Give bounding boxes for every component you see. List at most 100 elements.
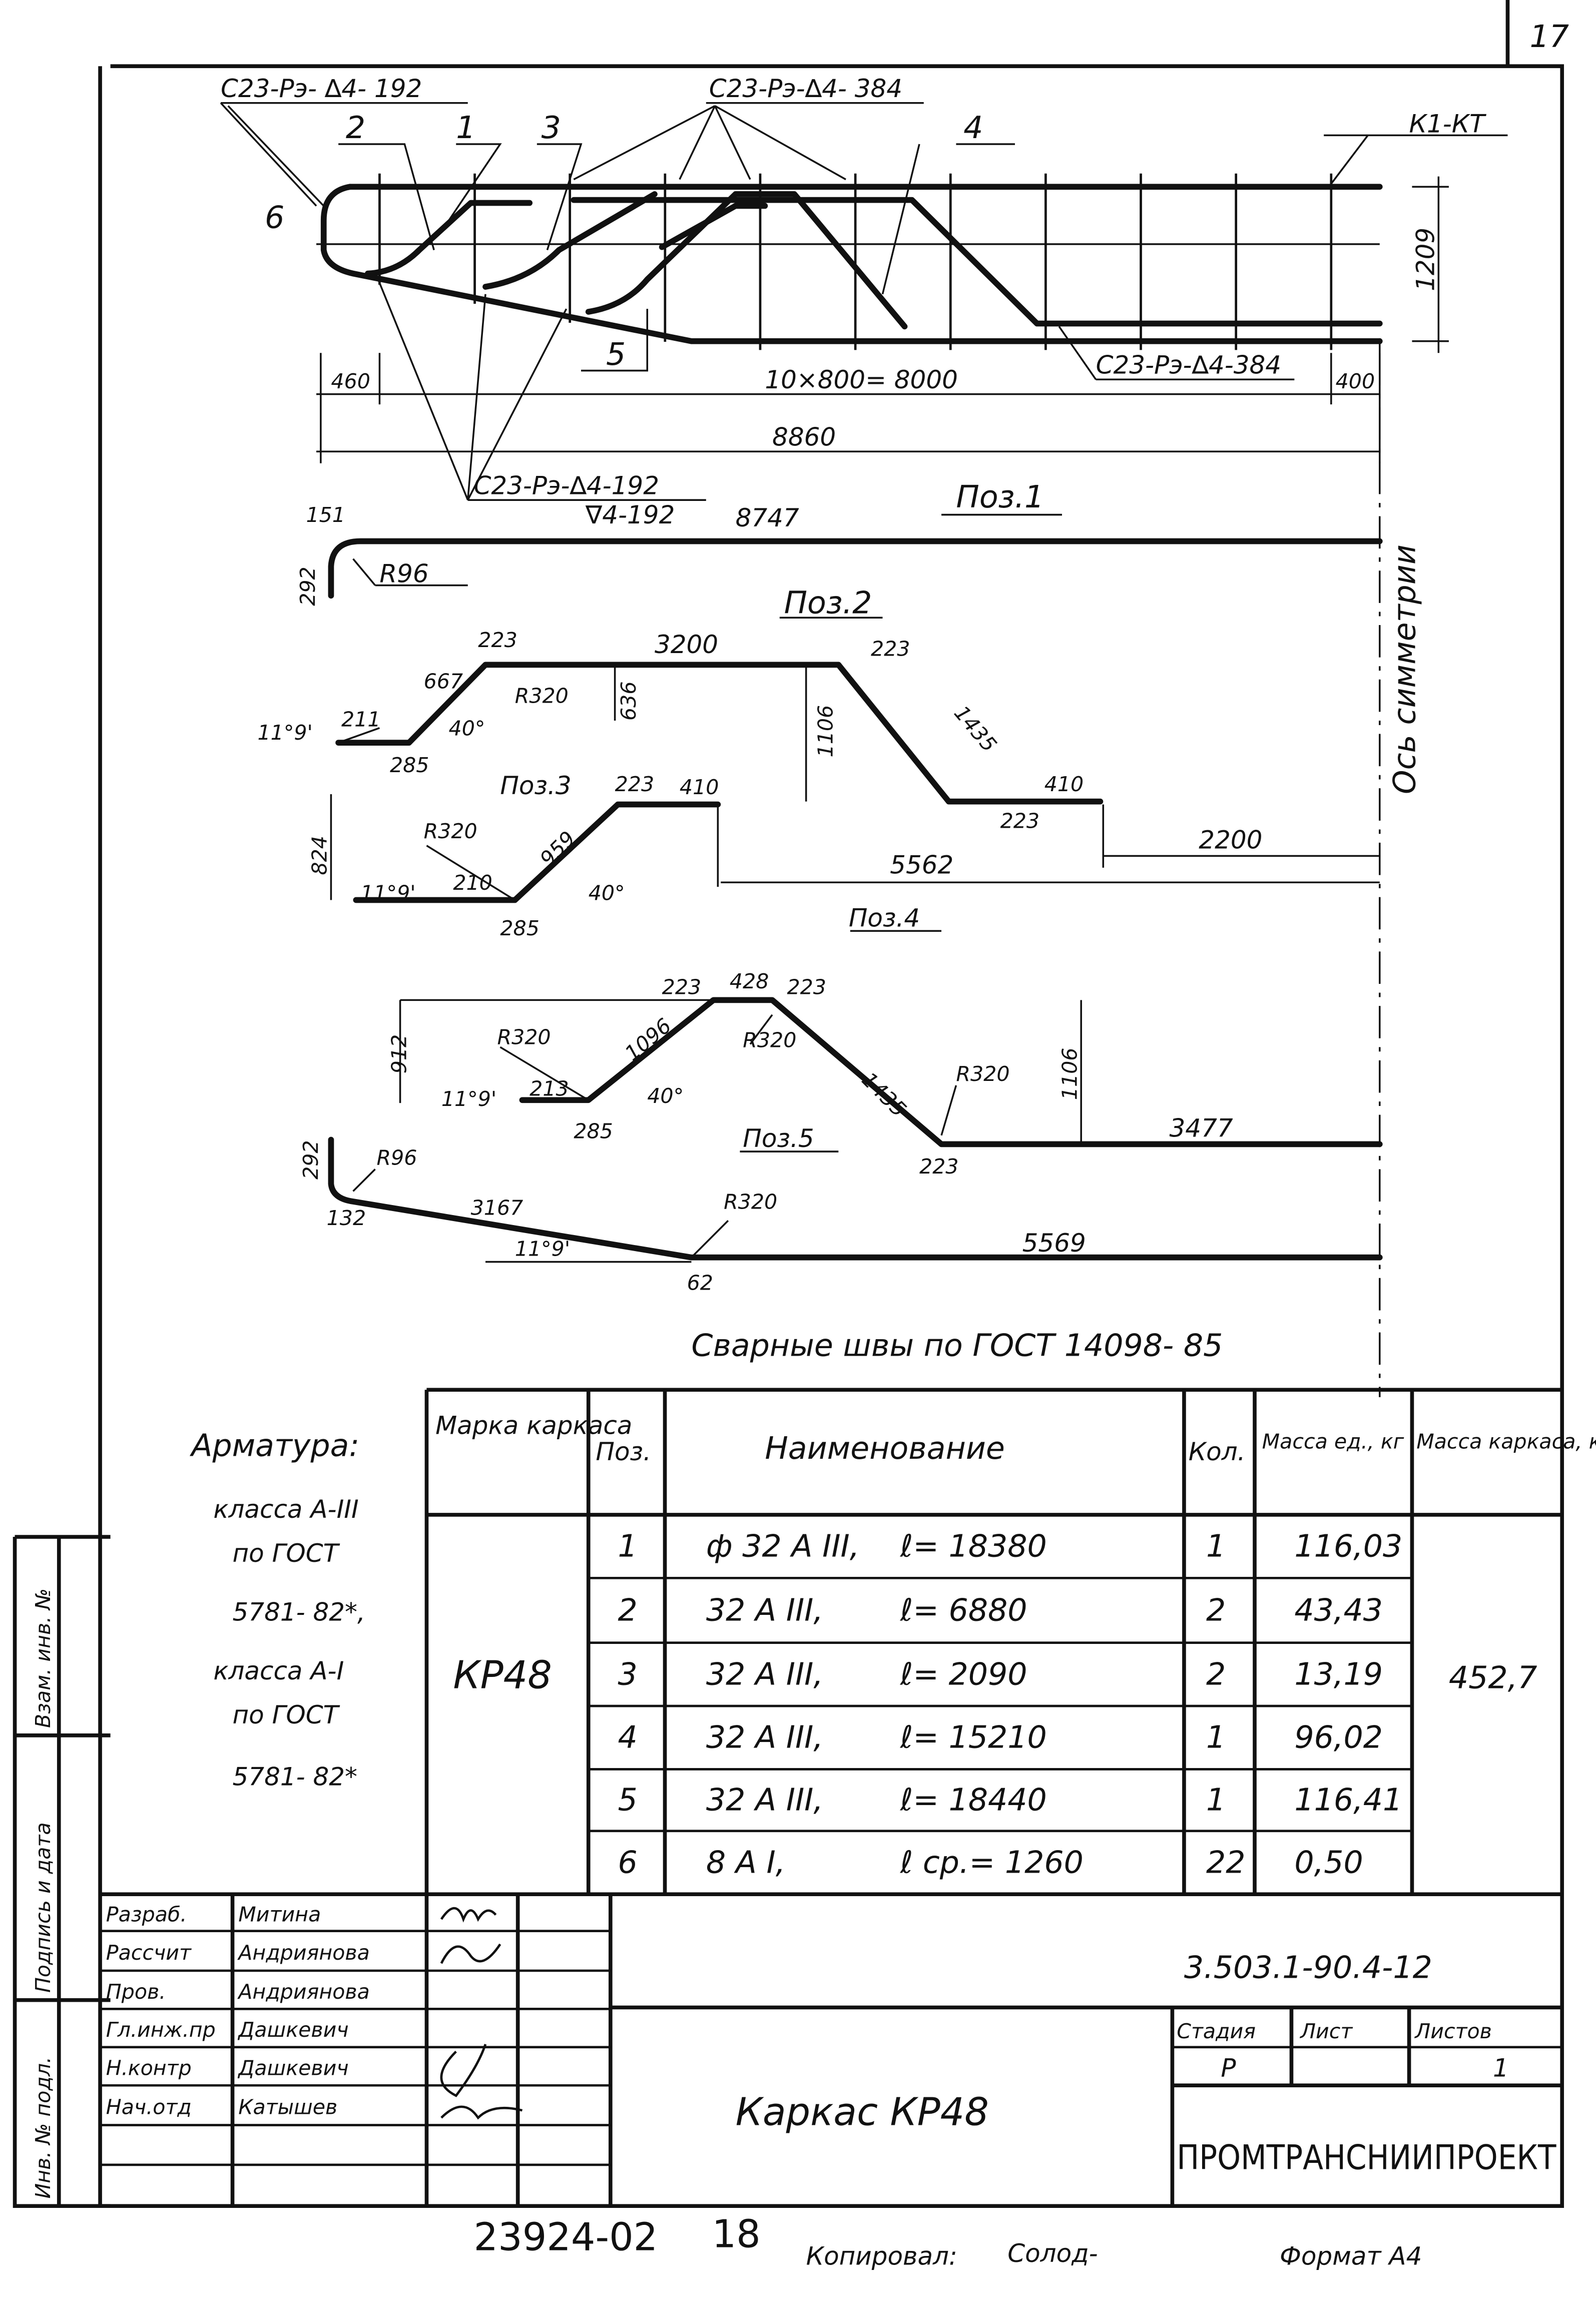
person-name: Андриянова	[237, 1980, 370, 2004]
pos-4-angle-40: 40°	[647, 1084, 684, 1108]
row-qty: 2	[1206, 1592, 1226, 1628]
pos-2-dim-223c: 223	[1000, 809, 1039, 833]
row-diameter: 8 А I,	[706, 1845, 786, 1881]
pos-4-dim-428: 428	[730, 969, 769, 993]
role-label: Н.контр	[106, 2056, 192, 2080]
row-length: ℓ= 18440	[900, 1782, 1047, 1818]
row-qty: 1	[1206, 1719, 1226, 1756]
row-pos: 3	[618, 1656, 638, 1692]
row-diameter: 32 А III,	[706, 1782, 823, 1818]
pos-3-dim-5562: 5562	[890, 851, 953, 880]
pos-2-dim-3200: 3200	[655, 630, 718, 659]
dim-460: 460	[331, 369, 370, 393]
weld-note: Сварные швы по ГОСТ 14098- 85	[691, 1328, 1223, 1364]
header-name: Наименование	[765, 1430, 1005, 1466]
row-pos: 1	[618, 1528, 638, 1564]
pos-4-angle: 11°9'	[441, 1087, 496, 1111]
pos-5-dim-132: 132	[327, 1206, 366, 1230]
material-note-line: по ГОСТ	[233, 1539, 340, 1568]
weld-callout-top-left: С23-Рэ- ∆4- 192	[221, 74, 422, 103]
person-name: Митина	[238, 1903, 321, 1927]
role-label: Нач.отд	[106, 2095, 192, 2119]
side-label-replace-inv: Взам. инв. №	[31, 1588, 55, 1728]
doc-code: 3.503.1-90.4-12	[1184, 1950, 1432, 1986]
sheet-footer: 23924-02 18 Копировал: Солод- Формат А4	[473, 2212, 1422, 2270]
pos-3-dim-2200: 2200	[1199, 826, 1262, 855]
pos-mark-2: 2	[346, 110, 365, 146]
row-unit-mass: 13,19	[1294, 1656, 1383, 1692]
dim-spacing: 10×800= 8000	[765, 365, 958, 394]
pos-3-angle-40: 40°	[589, 881, 625, 905]
pos-3-dim-824: 824	[308, 836, 332, 875]
pos-1-title: Поз.1	[956, 479, 1044, 515]
sheets-label: Листов	[1414, 2019, 1492, 2043]
row-diameter: 32 А III,	[706, 1719, 823, 1756]
stage-value: Р	[1221, 2054, 1236, 2083]
header-unit-mass: Масса ед., кг	[1262, 1430, 1404, 1454]
stirrups	[378, 173, 1333, 350]
row-qty: 1	[1206, 1528, 1226, 1564]
person-name: Дашкевич	[237, 2056, 348, 2080]
pos-4-radius-a: R320	[497, 1025, 551, 1049]
material-note-line: Арматура:	[189, 1427, 359, 1463]
pos-4-dim-912: 912	[387, 1034, 411, 1074]
pos-2-title: Поз.2	[784, 585, 872, 621]
side-label-signature-date: Подпись и дата	[31, 1822, 55, 1993]
organization-name: ПРОМТРАНСНИИПРОЕКТ	[1177, 2138, 1556, 2177]
weld-callout-bottom-left: С23-Рэ-∆4-192	[473, 471, 659, 500]
pos-4-dim-223b: 223	[787, 975, 826, 999]
weld-callout-bottom-right: С23-Рэ-∆4-384	[1096, 350, 1281, 379]
material-note: Арматура: класса А-III по ГОСТ 5781- 82*…	[189, 1427, 365, 1791]
frame-mark: К1-КТ	[1409, 109, 1487, 138]
pos-4-dim-285: 285	[574, 1119, 613, 1143]
pos-3-angle: 11°9'	[360, 881, 415, 905]
archive-number: 18	[712, 2212, 761, 2256]
pos-2-dim-223b: 223	[871, 637, 910, 661]
pos-1-radius: R96	[379, 559, 428, 589]
pos-1-dim-151: 151	[306, 503, 345, 527]
header-qty: Кол.	[1189, 1437, 1246, 1466]
pos-2-dim-410: 410	[1044, 772, 1084, 796]
drawing-title: Каркас КР48	[736, 2090, 989, 2135]
pos-mark-3: 3	[542, 110, 561, 146]
detail-pos-3: Поз.3 R320 210 959 223 410 824 11°9' 285…	[308, 771, 1380, 940]
stage-label: Стадия	[1177, 2019, 1256, 2043]
pos-4-radius-c: R320	[956, 1062, 1009, 1086]
row-length: ℓ= 6880	[900, 1592, 1027, 1628]
pos-3-radius: R320	[424, 819, 477, 843]
side-label-orig-inv: Инв. № подл.	[31, 2057, 55, 2199]
pos-2-dim-285: 285	[390, 753, 429, 777]
pos-2-radius: R320	[515, 684, 569, 708]
pos-2-dim-1435: 1435	[949, 701, 1001, 757]
row-diameter: 32 А III,	[706, 1592, 823, 1628]
header-pos: Поз.	[596, 1437, 651, 1466]
pos-2-dim-636: 636	[617, 682, 641, 721]
pos-4-dim-3477: 3477	[1170, 1114, 1233, 1143]
row-qty: 22	[1206, 1845, 1246, 1881]
pos-5-angle: 11°9'	[515, 1237, 570, 1261]
sheets-value: 1	[1493, 2054, 1509, 2083]
pos-2-dim-223a: 223	[478, 628, 517, 652]
weld-callout-bottom-left-2: ∇4-192	[585, 500, 675, 529]
detail-pos-5: Поз.5 292 R96 132 3167 11°9' R320 62 556…	[299, 1124, 1383, 1295]
person-name: Дашкевич	[237, 2018, 348, 2042]
material-note-line: 5781- 82*,	[233, 1598, 365, 1627]
archive-code: 23924-02	[473, 2215, 658, 2259]
material-note-line: класса А-I	[213, 1656, 344, 1685]
symmetry-axis-label: Ось симметрии	[1386, 544, 1422, 794]
pos-3-dim-410: 410	[680, 775, 719, 799]
format-label: Формат А4	[1280, 2242, 1422, 2271]
pos-4-dim-1106: 1106	[1057, 1048, 1082, 1100]
copied-by-signature: Солод-	[1007, 2239, 1098, 2268]
row-qty: 2	[1206, 1656, 1226, 1692]
page-number: 17	[1530, 19, 1569, 55]
row-unit-mass: 43,43	[1294, 1592, 1383, 1628]
dim-400: 400	[1336, 369, 1375, 393]
row-unit-mass: 0,50	[1294, 1845, 1363, 1881]
pos-2-angle-40: 40°	[449, 716, 485, 740]
pos-3-dim-959: 959	[536, 826, 580, 871]
